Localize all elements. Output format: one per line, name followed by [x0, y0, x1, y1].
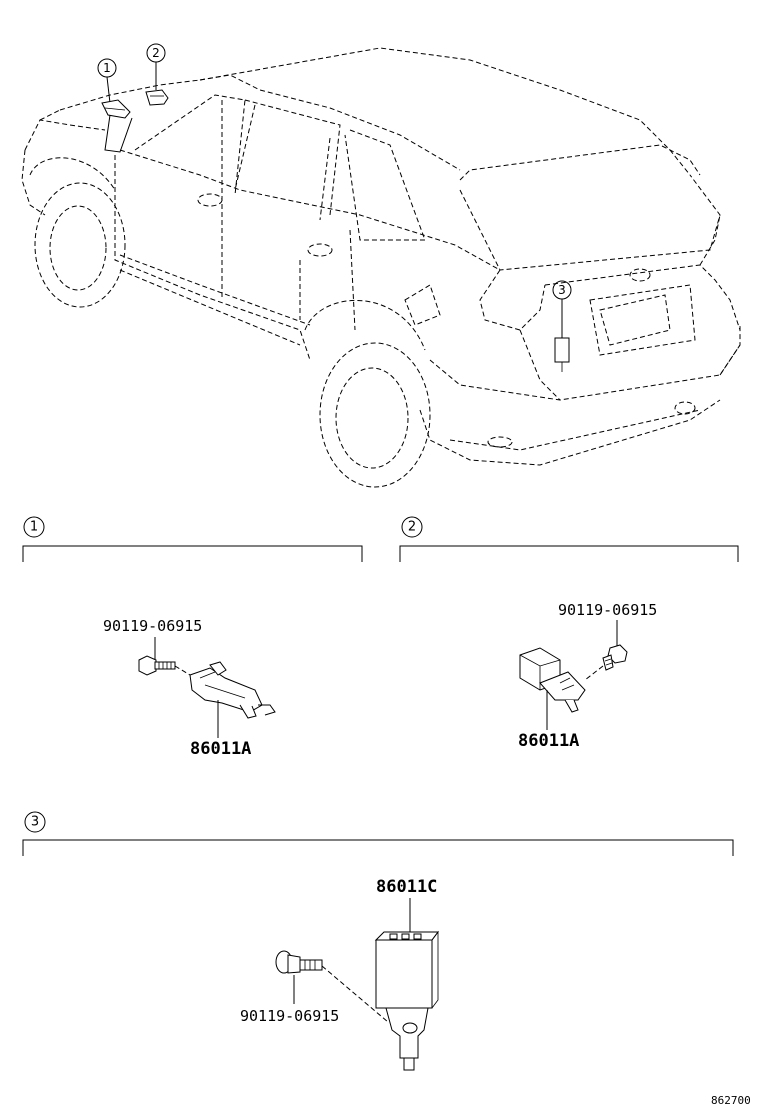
svg-text:90119-06915: 90119-06915 [240, 1007, 339, 1025]
svg-text:90119-06915: 90119-06915 [103, 617, 202, 635]
bolt-icon [138, 655, 176, 676]
vehicle-outline [21, 47, 741, 488]
svg-text:86011A: 86011A [518, 731, 579, 751]
svg-text:90119-06915: 90119-06915 [558, 601, 657, 619]
vehicle-callout-1: 1 [97, 58, 133, 153]
section-3: 3 86011C 90119-06915 [22, 811, 734, 1071]
vehicle-callout-2: 2 [145, 43, 169, 106]
vehicle-callout-3: 3 [552, 280, 572, 372]
svg-text:1: 1 [103, 61, 111, 75]
svg-text:3: 3 [558, 283, 566, 297]
section-2: 2 90119-06915 86011A [399, 516, 739, 751]
sensor-a-bracket-icon [519, 647, 586, 713]
svg-text:86011C: 86011C [376, 877, 437, 897]
sensor-c-icon [374, 930, 439, 1071]
svg-text:2: 2 [152, 46, 160, 60]
svg-text:86011A: 86011A [190, 739, 251, 759]
svg-text:3: 3 [31, 815, 39, 830]
bolt-icon [602, 644, 628, 671]
figure-ref: 862700 [711, 1094, 751, 1107]
bolt-icon [275, 950, 323, 974]
svg-text:1: 1 [30, 520, 38, 535]
section-1: 1 90119-06915 86011A [22, 516, 363, 759]
svg-text:2: 2 [408, 520, 416, 535]
sensor-a-icon [189, 661, 276, 719]
